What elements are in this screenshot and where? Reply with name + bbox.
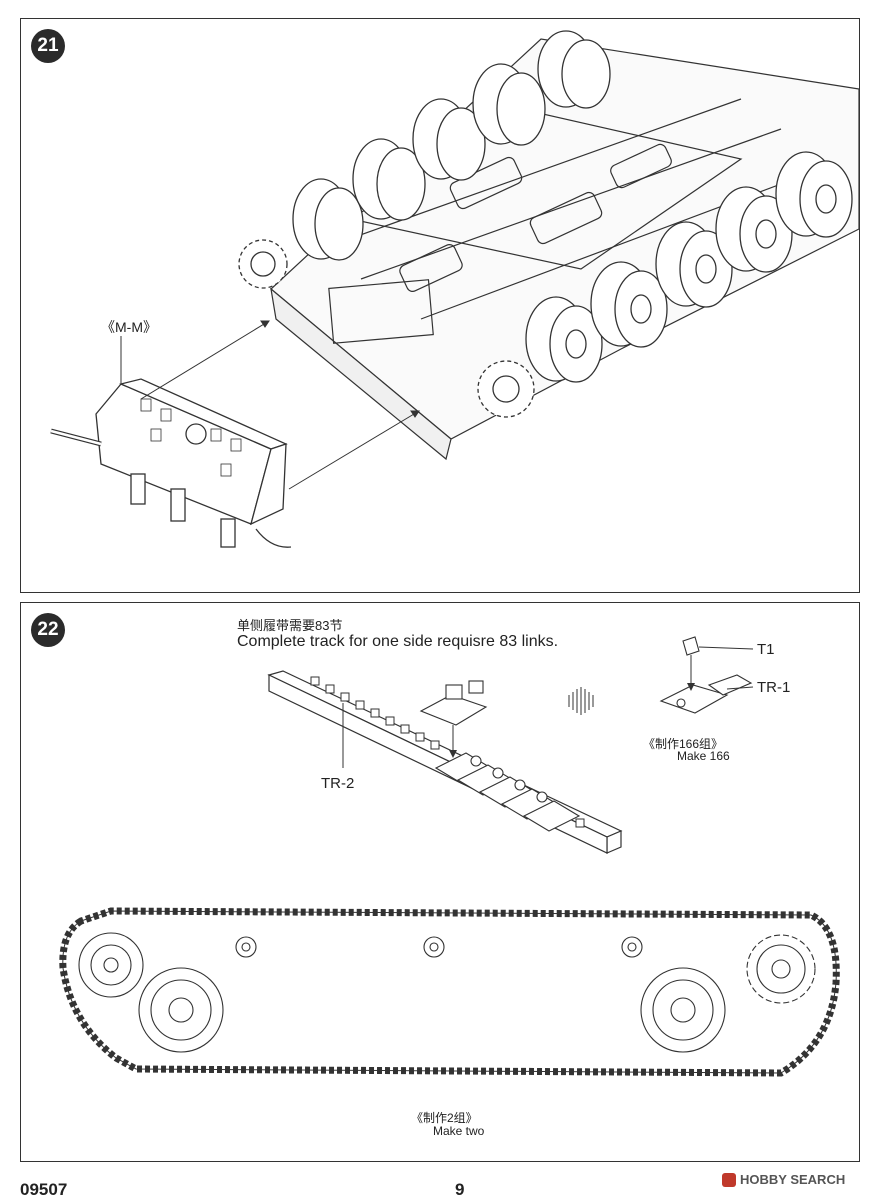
track-assembly-drawing	[59, 636, 840, 1077]
kit-number: 09507	[20, 1180, 68, 1199]
watermark-logo-icon	[722, 1172, 736, 1187]
track-note-chinese: 单侧履带需要83节	[237, 618, 343, 633]
watermark-text: HOBBY SEARCH	[740, 1172, 846, 1187]
make-two-chinese: 《制作2组》	[411, 1111, 478, 1125]
make-166-english: Make 166	[677, 749, 730, 763]
step-21-panel: 21	[20, 18, 860, 593]
step-22-panel: 22 单侧履带需要83节 Complete track for one side…	[20, 602, 860, 1162]
make-166-chinese: 《制作166组》	[643, 737, 724, 751]
step-22-badge: 22	[31, 613, 65, 647]
hull-bottom-drawing	[50, 30, 859, 548]
label-tr1: TR-1	[757, 679, 791, 696]
step-21-badge: 21	[31, 29, 65, 63]
page-number: 9	[455, 1180, 465, 1199]
label-tr2: TR-2	[321, 775, 355, 792]
part-label-mm: 《M-M》	[101, 319, 157, 335]
watermark: HOBBY SEARCH	[722, 1172, 845, 1187]
label-t1: T1	[757, 641, 775, 658]
track-note-english: Complete track for one side requisre 83 …	[237, 633, 559, 650]
make-two-english: Make two	[433, 1124, 485, 1138]
